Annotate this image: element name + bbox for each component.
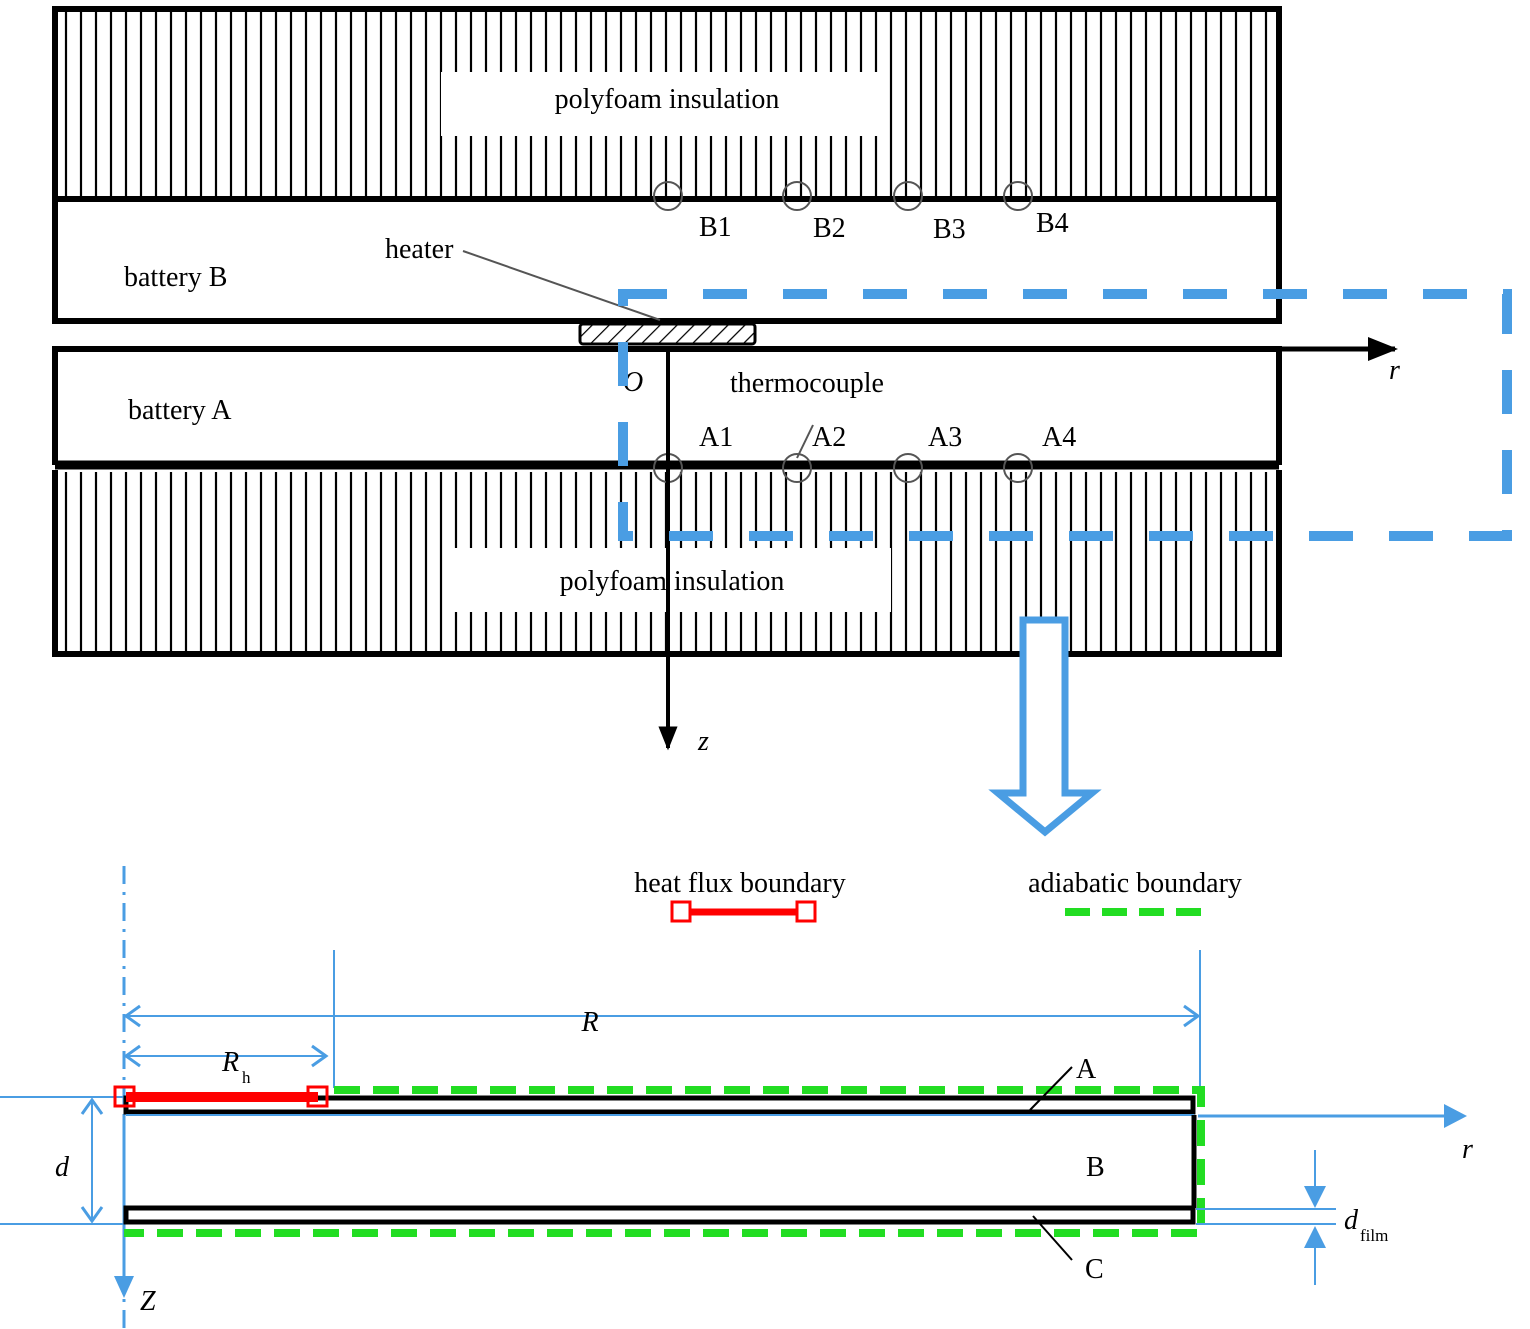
R-left-arrowhead <box>123 1004 141 1028</box>
thermocouple-points-b: B1 B2 B3 B4 <box>653 181 1069 245</box>
thermocouple-point-marker <box>1003 181 1033 211</box>
Z-axis-arrowhead <box>114 1276 134 1298</box>
layer-c-label: C <box>1085 1254 1104 1285</box>
adiabatic-boundary <box>124 1086 1205 1237</box>
thermocouple-point-marker <box>893 181 923 211</box>
insulation-top-label: polyfoam insulation <box>555 84 780 115</box>
bottom-r-axis-label: r <box>1462 1134 1473 1165</box>
r-axis-label: r <box>1389 355 1400 386</box>
R-right-arrowhead <box>1183 1004 1201 1028</box>
battery-b-label: battery B <box>124 262 227 293</box>
Z-axis-label: Z <box>140 1286 156 1317</box>
dfilm-subscript: film <box>1360 1226 1388 1245</box>
battery-a-label: battery A <box>128 395 232 426</box>
thermocouple-points-a: A1 A2 A3 A4 <box>653 422 1076 483</box>
layer-b-label: B <box>1086 1152 1105 1183</box>
heater: heater <box>385 234 757 346</box>
heat-flux-marker-left <box>113 1085 136 1108</box>
computational-domain-dashed-box <box>618 289 1512 541</box>
legend-adiabatic-label: adiabatic boundary <box>1028 868 1242 899</box>
heater-label: heater <box>385 234 454 265</box>
heat-flux-marker-right <box>306 1085 329 1108</box>
thermocouple-leader-line <box>796 424 814 459</box>
bottom-r-axis-arrowhead <box>1444 1104 1467 1128</box>
thermocouple-point-marker <box>782 181 812 211</box>
layer-a-leader-line <box>1029 1066 1073 1111</box>
thermocouple-point-label: A4 <box>1042 422 1076 453</box>
insulation-bottom-label: polyfoam insulation <box>560 566 785 597</box>
layer-a-label: A <box>1076 1054 1097 1085</box>
thermocouple-point-label: A1 <box>699 422 733 453</box>
thermocouple-point-marker <box>782 453 812 483</box>
thermocouple-point-label: B1 <box>699 212 732 243</box>
origin-label: O <box>623 367 643 398</box>
thermocouple-point-marker <box>653 181 683 211</box>
heater-element <box>578 322 757 346</box>
dfilm-label: d <box>1344 1205 1359 1236</box>
thermocouple-label: thermocouple <box>730 368 884 399</box>
insulation-top-hatching <box>64 12 1268 196</box>
R-label: R <box>580 1007 598 1038</box>
Rh-left-arrowhead <box>123 1044 141 1068</box>
battery-b-outline <box>52 196 1282 324</box>
thermocouple-point-label: B2 <box>813 213 846 244</box>
z-axis-label: z <box>697 726 709 757</box>
Rh-label: R <box>221 1047 239 1078</box>
legend-heat-flux-marker-right <box>795 900 817 923</box>
legend: heat flux boundary adiabatic boundary <box>634 868 1242 923</box>
Rh-subscript: h <box>242 1068 251 1087</box>
thermocouple-point-marker <box>1003 453 1033 483</box>
insulation-top: polyfoam insulation <box>52 6 1282 202</box>
zoom-in-arrow-icon <box>988 616 1102 837</box>
insulation-top-label-box <box>441 72 887 136</box>
d-label: d <box>55 1152 70 1183</box>
dfilm-bottom-arrowhead <box>1304 1226 1326 1248</box>
thermocouple-point-marker <box>893 453 923 483</box>
legend-heat-flux-label: heat flux boundary <box>634 868 846 899</box>
thermocouple-point-label: B4 <box>1036 208 1069 239</box>
thermocouple-point-label: A3 <box>928 422 962 453</box>
d-top-arrowhead <box>80 1097 104 1115</box>
battery-b: battery B <box>52 196 1282 324</box>
heater-leader-line <box>462 250 661 321</box>
Rh-right-arrowhead <box>311 1044 329 1068</box>
d-bottom-arrowhead <box>80 1206 104 1224</box>
thermocouple-point-label: A2 <box>812 422 846 453</box>
thermocouple-point-label: B3 <box>933 214 966 245</box>
dfilm-top-arrowhead <box>1304 1186 1326 1208</box>
layer-c-leader-line <box>1032 1215 1073 1261</box>
legend-heat-flux-marker-left <box>670 900 692 923</box>
layer-c-film <box>123 1205 1196 1225</box>
